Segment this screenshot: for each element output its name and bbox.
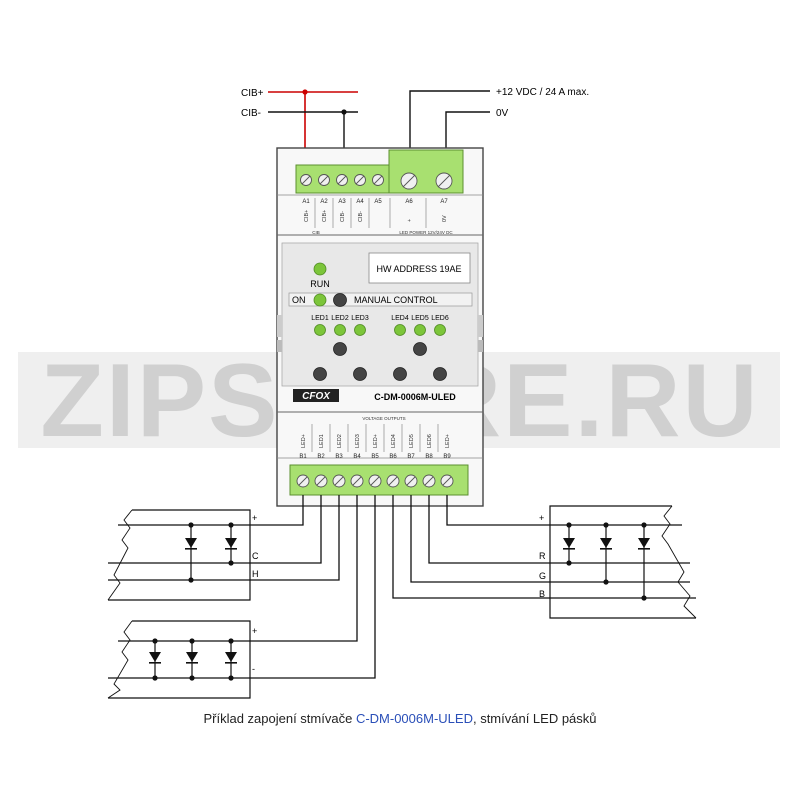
hw-address-box xyxy=(368,252,471,284)
top-terminal-a3: A3 xyxy=(338,199,346,205)
top-terminal-a2: A2 xyxy=(320,199,328,205)
top-terminal-a5: A5 xyxy=(374,199,382,205)
led3-button[interactable] xyxy=(353,367,367,381)
led6-button[interactable] xyxy=(433,367,447,381)
strip-left-bottom-minus: - xyxy=(252,664,255,674)
run-label: RUN xyxy=(310,279,330,289)
figure-caption: Příklad zapojení stmívače C-DM-0006M-ULE… xyxy=(0,711,800,726)
voltage-outputs-label: VOLTAGE OUTPUTS xyxy=(362,416,405,421)
led-strip-left-top: + C H xyxy=(107,509,259,601)
bottom-terminal-block xyxy=(289,464,469,496)
led-strip-left-bottom: + - xyxy=(107,620,257,699)
output-mark-5: LED+ xyxy=(373,434,379,448)
strip-left-bottom-plus: + xyxy=(252,626,257,636)
front-panel: RUN HW ADDRESS 19AE ON MANUAL CONTROL LE… xyxy=(277,242,483,387)
caption-prefix: Příklad zapojení stmívače xyxy=(203,711,356,726)
led4-label: LED4 xyxy=(391,315,409,322)
top-section-led-power: LED POWER 12V/24V DC xyxy=(399,230,453,235)
strip-left-top-c: C xyxy=(252,551,259,561)
bottom-terminal-b8: B8 xyxy=(425,454,433,460)
led1-label: LED1 xyxy=(311,315,329,322)
strip-right-b: B xyxy=(539,589,545,599)
strip-right-plus: + xyxy=(539,513,544,523)
hw-address-label: HW ADDRESS 19AE xyxy=(376,264,461,274)
led5-label: LED5 xyxy=(411,315,429,322)
led3-indicator xyxy=(354,324,366,336)
cib-plus-label: CIB+ xyxy=(241,88,264,99)
top-section-cib: CIB xyxy=(312,230,320,235)
top-terminal-a6: A6 xyxy=(405,199,413,205)
led1-indicator xyxy=(314,324,326,336)
output-mark-7: LED5 xyxy=(409,434,415,448)
top-pin-mark-2: CIB+ xyxy=(322,210,328,222)
top-pin-mark-4: CIB- xyxy=(358,211,364,222)
led1-button[interactable] xyxy=(313,367,327,381)
top-terminal-a7: A7 xyxy=(440,199,448,205)
bottom-terminal-b3: B3 xyxy=(335,454,343,460)
cib-minus-label: CIB- xyxy=(241,108,261,119)
output-mark-6: LED4 xyxy=(391,434,397,448)
output-wires xyxy=(250,495,550,679)
brand-logo: CFOX xyxy=(302,391,331,402)
bottom-terminal-b7: B7 xyxy=(407,454,415,460)
caption-model-link[interactable]: C-DM-0006M-ULED xyxy=(355,711,473,726)
led6-indicator xyxy=(434,324,446,336)
bus-wires: CIB+ CIB- +12 VDC / 24 A max. 0V xyxy=(241,87,589,150)
top-pin-mark-6: + xyxy=(407,219,413,222)
on-label: ON xyxy=(292,295,306,305)
strip-right-g: G xyxy=(539,571,546,581)
brand-logo-box xyxy=(293,389,339,402)
led2-button[interactable] xyxy=(333,342,347,356)
manual-control-label: MANUAL CONTROL xyxy=(354,295,438,305)
strip-right-r: R xyxy=(539,551,546,561)
led4-button[interactable] xyxy=(393,367,407,381)
led3-label: LED3 xyxy=(351,315,369,322)
bottom-terminal-b4: B4 xyxy=(353,454,361,460)
bottom-terminal-b6: B6 xyxy=(389,454,397,460)
led5-button[interactable] xyxy=(413,342,427,356)
top-terminal-a1: A1 xyxy=(302,199,310,205)
led4-indicator xyxy=(394,324,406,336)
led6-label: LED6 xyxy=(431,315,449,322)
on-led xyxy=(313,293,327,307)
top-pin-mark-1: CIB+ xyxy=(304,210,310,222)
output-mark-4: LED3 xyxy=(355,434,361,448)
output-mark-3: LED2 xyxy=(337,434,343,448)
output-mark-9: LED+ xyxy=(445,434,451,448)
top-pin-mark-7: 0V xyxy=(442,215,448,222)
output-mark-1: LED+ xyxy=(301,434,307,448)
output-mark-2: LED1 xyxy=(319,434,325,448)
caption-suffix: , stmívání LED pásků xyxy=(472,711,597,726)
strip-left-top-plus: + xyxy=(252,513,257,523)
dimmer-module: A1 A2 A3 A4 A5 A6 A7 CIB+ CIB+ CIB- CIB-… xyxy=(276,147,484,507)
top-terminal-a4: A4 xyxy=(356,199,364,205)
led-strip-right-rgb: + R G B xyxy=(539,505,697,619)
led2-label: LED2 xyxy=(331,315,349,322)
model-label: C-DM-0006M-ULED xyxy=(374,392,456,402)
run-led xyxy=(313,262,327,276)
top-terminal-block xyxy=(295,149,464,194)
top-pin-mark-3: CIB- xyxy=(340,211,346,222)
strip-left-top-h: H xyxy=(252,569,259,579)
power-plus-label: +12 VDC / 24 A max. xyxy=(496,87,589,98)
power-zero-label: 0V xyxy=(496,108,509,119)
bottom-terminal-b2: B2 xyxy=(317,454,325,460)
bottom-terminal-b1: B1 xyxy=(299,454,307,460)
output-mark-8: LED6 xyxy=(427,434,433,448)
led2-indicator xyxy=(334,324,346,336)
led5-indicator xyxy=(414,324,426,336)
bottom-terminal-b9: B9 xyxy=(443,454,451,460)
bottom-terminal-b5: B5 xyxy=(371,454,379,460)
manual-control-button[interactable] xyxy=(333,293,347,307)
